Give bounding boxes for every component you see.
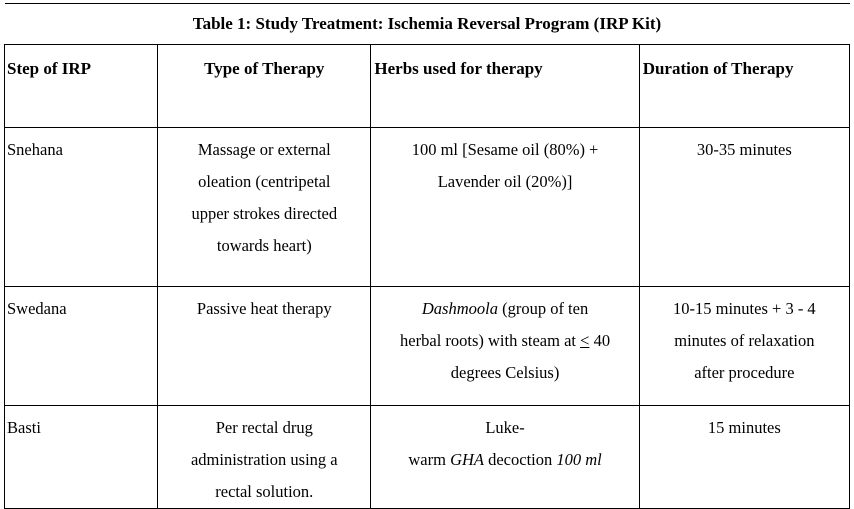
study-treatment-table-container: Table 1: Study Treatment: Ischemia Rever… [3, 3, 851, 509]
cell-step: Basti [3, 405, 159, 509]
header-therapy-type: Type of Therapy [157, 44, 372, 128]
cell-text-fragment: 40 [589, 331, 611, 350]
cell-herbs: Dashmoola (group of ten herbal roots) wi… [370, 286, 640, 406]
herb-name-italic: Dashmoola [421, 299, 498, 318]
cell-text-line: Dashmoola (group of ten [371, 293, 638, 325]
less-equal-symbol: < [580, 331, 590, 350]
table-caption: Table 1: Study Treatment: Ischemia Rever… [4, 3, 850, 45]
cell-step: Snehana [3, 127, 159, 287]
dose-italic: 100 ml [556, 450, 602, 469]
cell-text-line: 15 minutes [707, 418, 781, 437]
table-header-row: Step of IRP Type of Therapy Herbs used f… [3, 44, 851, 128]
cell-text-line: Luke- [485, 418, 525, 437]
study-treatment-table: Table 1: Study Treatment: Ischemia Rever… [3, 3, 851, 509]
cell-text-line: upper strokes directed [191, 204, 338, 223]
cell-duration: 10-15 minutes + 3 - 4 minutes of relaxat… [638, 286, 851, 406]
cell-text-line: 10-15 minutes + 3 - 4 [673, 299, 816, 318]
cell-text-fragment: warm [408, 450, 451, 469]
cell-text-line: Per rectal drug [215, 418, 313, 437]
cell-duration: 30-35 minutes [638, 127, 851, 287]
cell-therapy-type: Massage or external oleation (centripeta… [157, 127, 372, 287]
cell-text-line: after procedure [694, 363, 795, 382]
cell-text-fragment: herbal roots) with steam at [400, 331, 581, 350]
cell-text-line: Lavender oil (20%)] [437, 172, 573, 191]
cell-text-line: 30-35 minutes [696, 140, 792, 159]
cell-text-line: minutes of relaxation [674, 331, 815, 350]
header-step: Step of IRP [3, 44, 159, 128]
cell-text-line: degrees Celsius) [450, 363, 560, 382]
header-duration: Duration of Therapy [638, 44, 851, 128]
cell-text-line: rectal solution. [215, 482, 314, 501]
cell-text-line: herbal roots) with steam at < 40 [371, 325, 638, 357]
cell-text-line: administration using a [190, 450, 338, 469]
cell-text-fragment: (group of ten [497, 299, 589, 318]
header-herbs: Herbs used for therapy [370, 44, 640, 128]
cell-herbs: Luke- warm GHA decoction 100 ml [370, 405, 640, 509]
cell-text-line: 100 ml [Sesame oil (80%) + [411, 140, 599, 159]
herb-name-italic: GHA [450, 450, 484, 469]
table-row: Snehana Massage or external oleation (ce… [3, 127, 851, 287]
cell-therapy-type: Per rectal drug administration using a r… [157, 405, 372, 509]
cell-text-line: oleation (centripetal [198, 172, 331, 191]
cell-text-fragment: decoction [483, 450, 557, 469]
cell-herbs: 100 ml [Sesame oil (80%) + Lavender oil … [370, 127, 640, 287]
cell-text-line: Passive heat therapy [196, 299, 332, 318]
table-caption-row: Table 1: Study Treatment: Ischemia Rever… [4, 3, 850, 45]
cell-text-line: warm GHA decoction 100 ml [371, 444, 638, 476]
cell-step: Swedana [3, 286, 159, 406]
table-row: Basti Per rectal drug administration usi… [3, 405, 851, 509]
cell-text-line: Massage or external [197, 140, 331, 159]
cell-text-line: towards heart) [216, 236, 312, 255]
cell-duration: 15 minutes [638, 405, 851, 509]
cell-therapy-type: Passive heat therapy [157, 286, 372, 406]
table-row: Swedana Passive heat therapy Dashmoola (… [3, 286, 851, 406]
